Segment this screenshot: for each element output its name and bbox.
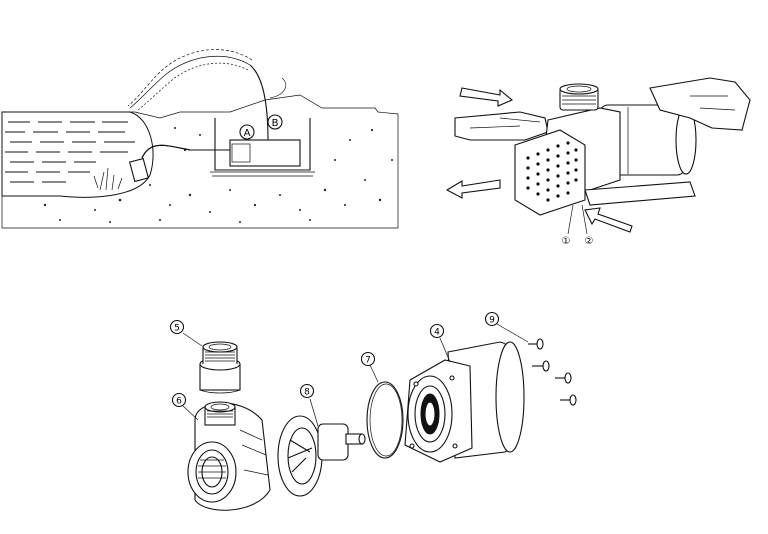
callout-6-label: 6 xyxy=(176,397,182,407)
gravel-texture xyxy=(19,127,393,223)
handling-illustration: ① ② xyxy=(445,77,751,247)
arrow-left xyxy=(445,179,501,199)
callout-5 xyxy=(169,319,185,335)
callout-9 xyxy=(484,311,500,327)
callout-4 xyxy=(429,323,445,339)
installation-sketch: A B xyxy=(1,49,399,229)
strainer-cage xyxy=(514,129,586,216)
part-7-o-ring xyxy=(366,381,404,459)
left-hand xyxy=(454,111,549,141)
intake-strainer xyxy=(128,157,150,183)
callout-4-label: 4 xyxy=(434,328,440,338)
part-5-adapter xyxy=(199,341,241,394)
callout-5-label: 5 xyxy=(174,324,180,334)
callout-1-label: ① xyxy=(562,236,571,247)
callout-a-label: A xyxy=(244,128,251,139)
callout-b-label: B xyxy=(272,118,279,129)
fountain-jet xyxy=(129,55,251,109)
arrow-top-left xyxy=(459,87,514,107)
callout-6 xyxy=(171,392,187,408)
callout-9-label: 9 xyxy=(489,316,495,326)
pump-base xyxy=(584,181,696,206)
part-9-screws xyxy=(528,338,577,406)
callout-7 xyxy=(360,351,376,367)
callout-2-label: ② xyxy=(585,236,594,247)
part-6-housing xyxy=(187,401,271,511)
part-8-impeller xyxy=(277,415,366,497)
exploded-view: 5 6 8 xyxy=(169,311,577,511)
arrow-bottom-right xyxy=(584,207,633,233)
water-lines xyxy=(5,121,135,183)
part-4-motor xyxy=(404,341,525,463)
right-hand xyxy=(649,77,751,131)
callout-8-label: 8 xyxy=(304,388,310,398)
callout-a xyxy=(239,124,255,140)
callout-8 xyxy=(299,383,315,399)
callout-7-label: 7 xyxy=(365,356,371,366)
pump-pit xyxy=(214,118,311,171)
